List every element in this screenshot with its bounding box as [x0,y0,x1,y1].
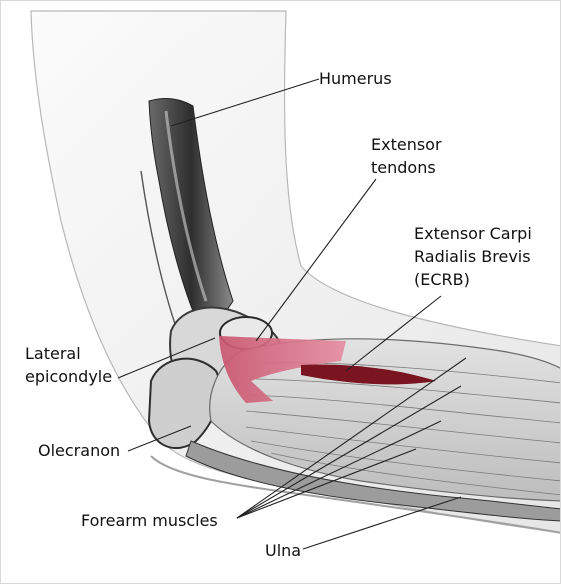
label-ecrb-line1: Extensor Carpi [414,223,532,244]
label-extensor-tendons-line1: Extensor [371,134,442,155]
label-lateral-epicondyle-line1: Lateral [25,343,81,364]
label-ecrb-line3: (ECRB) [414,269,470,290]
label-extensor-tendons-line2: tendons [371,157,436,178]
label-forearm-muscles: Forearm muscles [81,510,218,531]
label-humerus: Humerus [319,68,392,89]
label-lateral-epicondyle-line2: epicondyle [25,366,112,387]
label-ulna: Ulna [265,540,301,561]
label-olecranon: Olecranon [38,440,120,461]
label-ecrb-line2: Radialis Brevis [414,246,531,267]
